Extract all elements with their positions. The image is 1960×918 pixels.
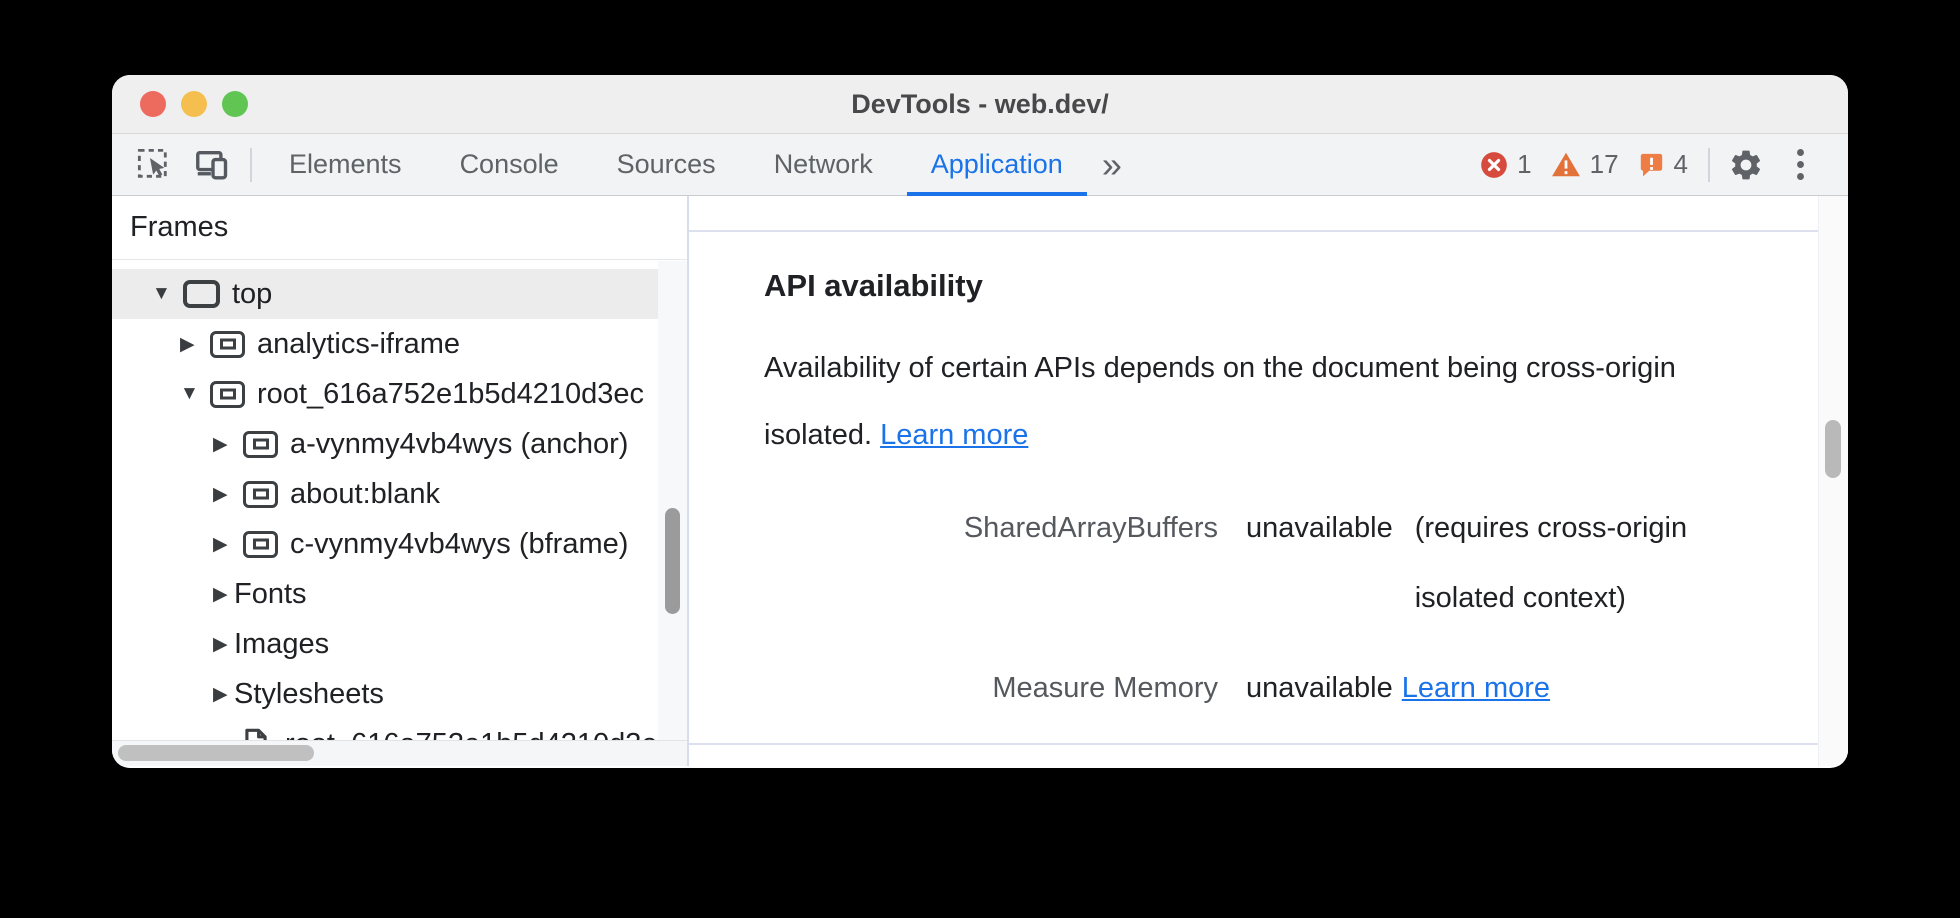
gear-icon <box>1731 150 1761 179</box>
frames-tree: ▼ top ▶ analytics-iframe ▼ root_616a752e… <box>112 261 658 766</box>
sidebar-horizontal-scrollbar-track[interactable] <box>112 740 687 766</box>
tree-item-label: root_616a752e1b5d4210d3ec <box>257 377 645 410</box>
warning-count: 17 <box>1589 149 1619 179</box>
chevron-right-icon[interactable]: ▶ <box>213 633 228 655</box>
more-tabs-button[interactable]: » <box>1101 143 1123 185</box>
tree-item-bframe[interactable]: ▶ c-vynmy4vb4wys (bframe) <box>112 519 658 569</box>
window-title: DevTools - web.dev/ <box>851 88 1109 119</box>
tree-item-label: a-vynmy4vb4wys (anchor) <box>290 427 629 460</box>
chevron-right-icon[interactable]: ▶ <box>213 483 228 505</box>
title-bar[interactable]: DevTools - web.dev/ <box>112 75 1848 134</box>
description-text: Availability of certain APIs depends on … <box>764 352 1676 451</box>
panel-vertical-scrollbar-thumb[interactable] <box>1825 420 1841 478</box>
devtools-toolbar: Elements Console Sources Network Applica… <box>112 134 1848 196</box>
api-availability-panel: API availability Availability of certain… <box>689 196 1848 766</box>
chevron-down-icon[interactable]: ▼ <box>152 283 171 304</box>
learn-more-link[interactable]: Learn more <box>1401 672 1551 704</box>
zoom-window-button[interactable] <box>222 91 248 117</box>
issues-badge[interactable]: 4 <box>1638 149 1688 180</box>
field-label: SharedArrayBuffers <box>963 512 1218 544</box>
toolbar-separator <box>250 147 252 182</box>
tree-item-about-blank[interactable]: ▶ about:blank <box>112 469 658 519</box>
minimize-window-button[interactable] <box>181 91 207 117</box>
vertical-dots-icon <box>1796 149 1804 180</box>
tree-item-top[interactable]: ▼ top <box>112 269 658 319</box>
chevron-right-icon[interactable]: ▶ <box>213 433 228 455</box>
chevron-right-icon[interactable]: ▶ <box>213 533 228 555</box>
chevron-right-icon[interactable]: ▶ <box>180 333 195 355</box>
iframe-icon <box>243 530 278 558</box>
iframe-icon <box>243 480 278 508</box>
warning-icon <box>1551 152 1580 177</box>
tab-network[interactable]: Network <box>773 149 873 179</box>
error-count: 1 <box>1517 149 1532 179</box>
tree-item-stylesheets[interactable]: ▶ Stylesheets <box>112 669 658 719</box>
field-note: (requires cross-origin isolated context) <box>1414 512 1688 614</box>
iframe-icon <box>243 430 278 458</box>
tree-item-label: about:blank <box>290 477 440 510</box>
panel-scrollbar-track[interactable] <box>1818 196 1848 766</box>
section-heading: API availability <box>764 268 983 303</box>
tree-item-label: analytics-iframe <box>257 327 461 360</box>
tab-elements[interactable]: Elements <box>289 149 402 179</box>
toggle-device-toolbar-button[interactable] <box>188 140 234 190</box>
learn-more-link[interactable]: Learn more <box>880 419 1029 451</box>
iframe-icon <box>210 330 245 358</box>
issues-icon <box>1640 153 1662 177</box>
warning-badge[interactable]: 17 <box>1551 149 1619 180</box>
error-badge[interactable]: 1 <box>1480 149 1532 180</box>
frames-sidebar: Frames ▼ top ▶ analytics-iframe ▼ <box>112 196 689 766</box>
sidebar-vertical-scrollbar-thumb[interactable] <box>665 508 680 614</box>
tree-item-label: Images <box>234 627 330 660</box>
devtools-window: DevTools - web.dev/ Elements Conso <box>112 75 1848 768</box>
tree-item-label: Stylesheets <box>234 677 384 710</box>
chevron-down-icon[interactable]: ▼ <box>180 383 199 404</box>
error-icon <box>1481 151 1507 178</box>
settings-button[interactable] <box>1724 140 1768 190</box>
chevron-right-icon[interactable]: ▶ <box>213 583 228 605</box>
three-dot-menu-button[interactable] <box>1778 140 1822 190</box>
toolbar-status-area: 1 17 4 <box>1480 140 1848 190</box>
application-panel-content: Frames ▼ top ▶ analytics-iframe ▼ <box>112 196 1848 766</box>
section-divider <box>689 230 1818 232</box>
chevron-right-icon[interactable]: ▶ <box>213 683 228 705</box>
section-description: Availability of certain APIs depends on … <box>764 335 1712 469</box>
frames-section-header[interactable]: Frames <box>112 196 687 260</box>
field-value-text: unavailable <box>1246 672 1393 704</box>
sidebar-horizontal-scrollbar-thumb[interactable] <box>118 745 314 761</box>
report-row-sharedarraybuffers: SharedArrayBuffers unavailable (requires… <box>764 493 1733 633</box>
tab-sources[interactable]: Sources <box>616 149 716 179</box>
toolbar-separator <box>1708 147 1710 182</box>
iframe-icon <box>210 380 245 408</box>
close-window-button[interactable] <box>140 91 166 117</box>
field-value: unavailable <box>1246 512 1393 544</box>
device-toolbar-icon <box>195 150 227 180</box>
tree-item-images[interactable]: ▶ Images <box>112 619 658 669</box>
inspect-element-button[interactable] <box>130 140 176 190</box>
tab-application[interactable]: Application <box>902 134 1092 196</box>
tree-item-root-frame[interactable]: ▼ root_616a752e1b5d4210d3ec <box>112 369 658 419</box>
traffic-lights <box>140 91 248 117</box>
tree-item-label: c-vynmy4vb4wys (bframe) <box>290 527 629 560</box>
tab-console[interactable]: Console <box>459 149 559 179</box>
frame-icon <box>183 280 220 308</box>
panel-tabs: Elements Console Sources Network Applica… <box>260 134 1092 196</box>
tree-item-fonts[interactable]: ▶ Fonts <box>112 569 658 619</box>
inspect-cursor-icon <box>137 148 167 178</box>
issues-count: 4 <box>1673 149 1688 179</box>
field-label: Measure Memory <box>992 672 1218 704</box>
tree-item-label: Fonts <box>234 577 307 610</box>
tree-item-anchor-frame[interactable]: ▶ a-vynmy4vb4wys (anchor) <box>112 419 658 469</box>
frames-section-title: Frames <box>130 211 229 243</box>
tree-item-label: top <box>232 277 273 310</box>
tree-item-analytics-iframe[interactable]: ▶ analytics-iframe <box>112 319 658 369</box>
section-divider <box>689 743 1818 745</box>
